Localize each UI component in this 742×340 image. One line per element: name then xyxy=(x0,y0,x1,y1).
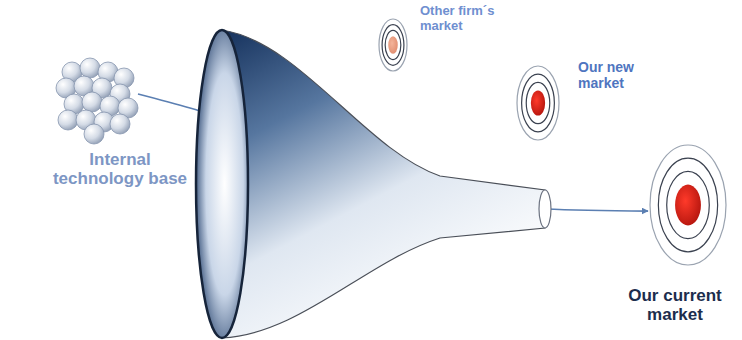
target-ring xyxy=(382,25,404,66)
technology-cluster: Internal technology base xyxy=(58,58,138,138)
funnel-mouth xyxy=(196,30,248,338)
market-target: Other firm´s market xyxy=(378,18,408,72)
target-ring xyxy=(385,30,401,59)
target-ring xyxy=(517,66,559,140)
target-rings xyxy=(378,18,408,72)
target-ring xyxy=(658,158,717,252)
technology-sphere xyxy=(82,92,102,112)
funnel-outlet xyxy=(539,190,551,228)
target-ring xyxy=(379,19,407,71)
target-rings xyxy=(516,65,560,141)
target-ring xyxy=(667,171,710,238)
market-label: Internal technology base xyxy=(45,150,195,188)
technology-sphere xyxy=(84,124,104,144)
target-ring xyxy=(650,145,726,265)
market-target: Our new market xyxy=(516,65,560,141)
sphere-cluster xyxy=(58,58,138,138)
target-ring xyxy=(526,82,550,123)
funnel-body xyxy=(222,30,545,338)
technology-sphere xyxy=(58,110,78,130)
target-ring xyxy=(531,90,545,115)
target-ring xyxy=(522,74,555,132)
technology-sphere xyxy=(80,58,100,78)
market-target: Our current market xyxy=(649,144,727,266)
target-ring xyxy=(675,185,701,226)
technology-sphere xyxy=(110,114,130,134)
target-ring xyxy=(388,36,398,54)
market-label: Our current market xyxy=(613,286,737,324)
target-rings xyxy=(649,144,727,266)
market-label: Our new market xyxy=(578,60,668,91)
market-label: Other firm´s market xyxy=(420,4,530,33)
